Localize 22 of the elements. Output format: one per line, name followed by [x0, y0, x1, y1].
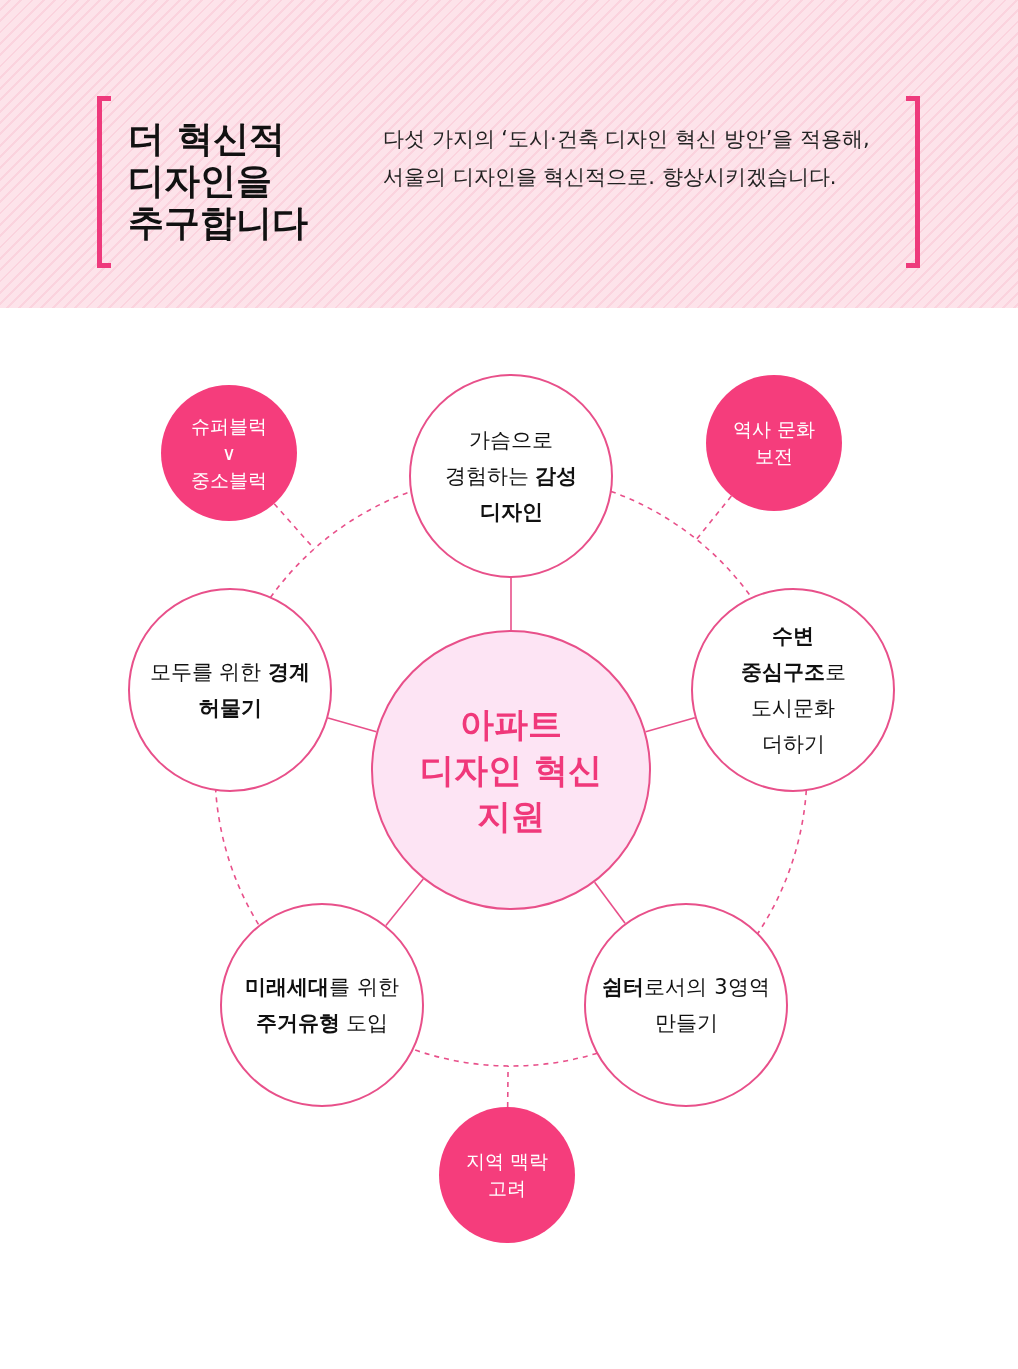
node-label: 아파트 디자인 혁신 지원 [419, 703, 603, 838]
node-label: 미래세대를 위한 주거유형 도입 [244, 974, 400, 1037]
node-label: 역사 문화 보전 [731, 417, 816, 469]
connector-line [510, 577, 512, 631]
node-label: 지역 맥락 고려 [464, 1149, 549, 1201]
node-label: 수변 중심구조로 도시문화 더하기 [739, 623, 847, 758]
connector-line [644, 717, 696, 733]
intro-text: 다섯 가지의 ‘도시·건축 디자인 혁신 방안’을 적용해, 서울의 디자인을 혁신적으로. 향상시키겠습니다. [383, 126, 871, 191]
node-label: 가슴으로 경험하는 감성 디자인 [443, 427, 579, 526]
dashed-connector [506, 1065, 509, 1108]
node-label: 슈퍼블럭 ∨ 중소블럭 [190, 413, 268, 493]
node-label: 쉼터로서의 3영역 만들기 [601, 974, 771, 1037]
dashed-connector [273, 503, 316, 550]
dashed-connector [214, 789, 260, 926]
dashed-connector [413, 1048, 598, 1067]
connector-line [385, 878, 425, 927]
node-label: 모두를 위한 경계 허물기 [148, 659, 312, 722]
dashed-connector [695, 495, 733, 541]
connector-line [593, 881, 626, 924]
heading: 더 혁신적 디자인을 추구합니다 [128, 118, 308, 244]
connector-line [327, 717, 378, 733]
dashed-connector [756, 789, 808, 935]
